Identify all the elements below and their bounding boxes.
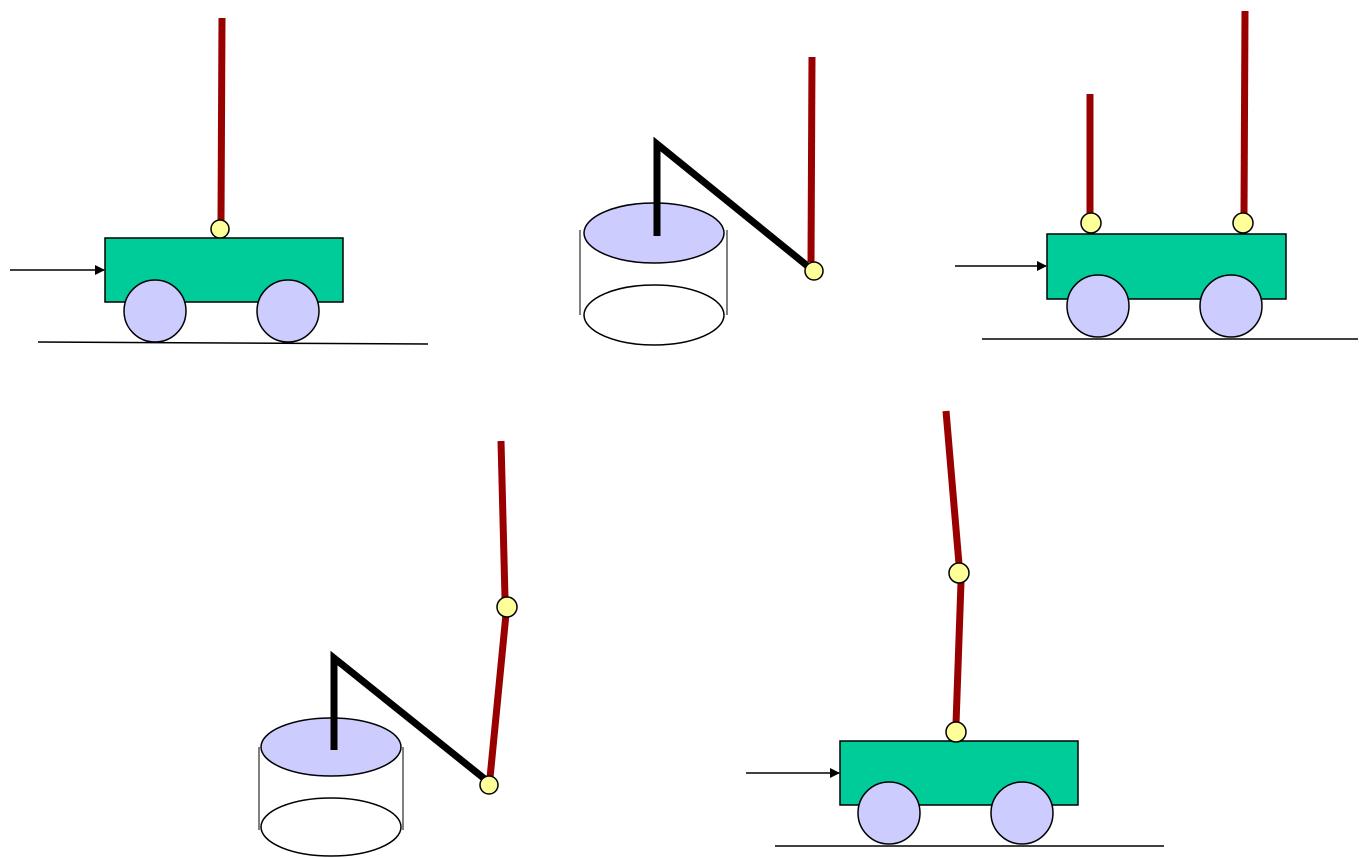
pivot-joint (1080, 212, 1102, 234)
wheel (857, 781, 921, 845)
lower-pole (952, 581, 965, 725)
rotary-pendulum-panel (579, 56, 824, 346)
wheel (123, 279, 187, 343)
wheel (256, 279, 320, 343)
base-bottom (583, 284, 725, 346)
rotary-arm (653, 136, 813, 271)
rotary-arm (330, 650, 489, 783)
pole (807, 56, 816, 263)
lower-pole (486, 613, 510, 779)
pivot-joint (210, 219, 230, 239)
wheel (990, 781, 1054, 845)
pivot-joint (945, 721, 967, 743)
pivot-joint (1232, 212, 1254, 234)
upper-pole (497, 440, 509, 599)
middle-joint (496, 596, 518, 618)
base-bottom (260, 797, 402, 857)
ground-line (37, 341, 429, 345)
middle-joint (948, 562, 970, 584)
pivot-joint (479, 775, 499, 795)
wheel (1066, 274, 1130, 338)
wheel (1199, 274, 1263, 338)
upper-pole (942, 410, 963, 565)
long-pole (1240, 10, 1249, 215)
rotary-double-pendulum-panel (258, 440, 518, 857)
single-cart-pole-panel (10, 17, 429, 345)
pivot-joint (804, 261, 824, 281)
double-parallel-cart-pole-panel (955, 10, 1358, 340)
double-inverted-cart-pole-panel (746, 410, 1164, 847)
pole (217, 17, 226, 223)
